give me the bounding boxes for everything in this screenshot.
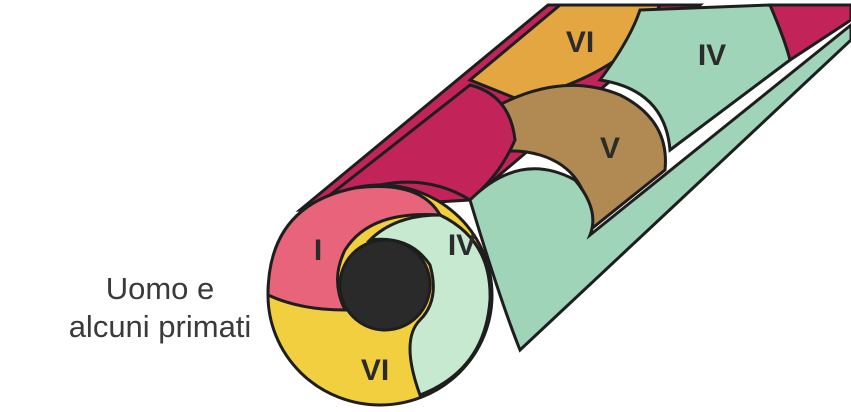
tube-crimson-block [330,85,515,200]
label-end-IV: IV [448,229,476,262]
label-end-I: I [314,234,322,267]
label-side-IV: IV [698,39,726,72]
caption-line-2: alcuni primati [40,308,280,346]
species-caption: Uomo e alcuni primati [40,270,280,346]
label-side-V: V [600,132,620,165]
caption-line-1: Uomo e [40,270,280,308]
label-end-VI: VI [361,354,389,387]
label-side-VI: VI [566,26,594,59]
core [340,240,430,330]
